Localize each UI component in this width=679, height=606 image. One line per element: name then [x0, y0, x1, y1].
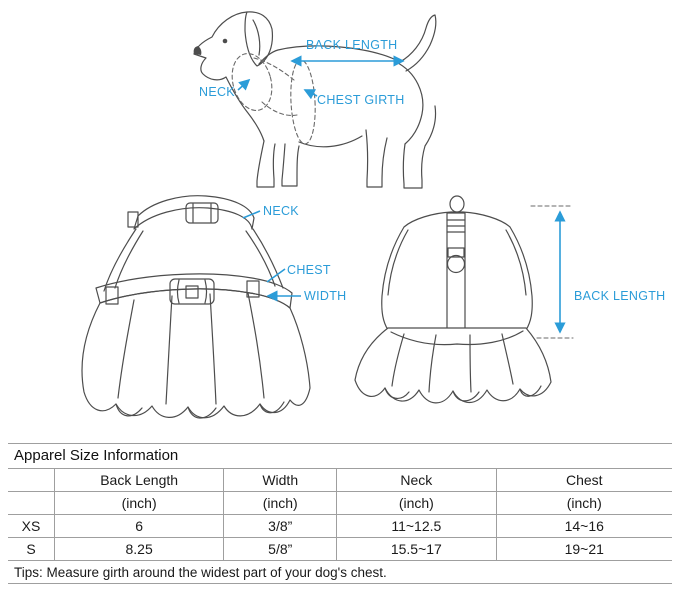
dress-chest-label: CHEST: [287, 263, 331, 277]
xs-width: 3/8”: [223, 514, 337, 538]
neck-leader-arrow: [237, 78, 251, 91]
unit-back-length: (inch): [53, 491, 224, 515]
table-units-row: (inch) (inch) (inch) (inch): [8, 491, 672, 515]
dog-neck-label: NECK: [199, 85, 235, 99]
dress-side-illustration: [81, 195, 311, 419]
dog-nose: [193, 46, 202, 55]
dress-chest-leader: [266, 268, 286, 283]
size-table-section: Apparel Size Information Back Length Wid…: [8, 443, 672, 584]
table-header-row: Back Length Width Neck Chest: [8, 468, 672, 492]
tips-text: Tips: Measure girth around the widest pa…: [8, 560, 672, 584]
size-label: XS: [8, 514, 55, 538]
s-width: 5/8”: [223, 537, 337, 561]
size-table: Back Length Width Neck Chest (inch) (inc…: [8, 468, 672, 584]
xs-back-length: 6: [53, 514, 224, 538]
chest-strap-buckle: [169, 278, 215, 305]
header-width: Width: [223, 468, 337, 492]
dog-illustration: [193, 11, 437, 189]
xs-neck: 11~12.5: [336, 514, 497, 538]
unit-chest: (inch): [495, 491, 672, 515]
s-back-length: 8.25: [53, 537, 224, 561]
dog-chest-girth-label: CHEST GIRTH: [317, 93, 405, 107]
xs-chest: 14~16: [495, 514, 672, 538]
d-ring: [446, 254, 466, 274]
dress-neck-leader: [242, 210, 261, 219]
dog-measure-dashes: [231, 53, 316, 145]
table-row-s: S 8.25 5/8” 15.5~17 19~21: [8, 537, 672, 561]
measurement-arrows: [237, 55, 566, 334]
dog-eye: [222, 38, 228, 44]
chest-strap: [95, 273, 293, 309]
unit-blank: [8, 491, 55, 515]
measure-leader-dashes: [530, 205, 574, 339]
header-size-blank: [8, 468, 55, 492]
front-back-length-label: BACK LENGTH: [574, 289, 666, 303]
dog-tail: [399, 14, 437, 72]
hanger-loop: [449, 195, 465, 213]
size-table-title: Apparel Size Information: [14, 447, 179, 464]
size-label: S: [8, 537, 55, 561]
dress-neck-label: NECK: [263, 204, 299, 218]
header-chest: Chest: [495, 468, 672, 492]
neck-strap-buckle: [185, 202, 219, 224]
line-art-canvas: [81, 11, 574, 419]
unit-neck: (inch): [336, 491, 497, 515]
dog-back-length-label: BACK LENGTH: [306, 38, 398, 52]
table-row-xs: XS 6 3/8” 11~12.5 14~16: [8, 514, 672, 538]
dress-front-bodice: [381, 211, 533, 331]
chest-girth-leader-arrow: [303, 89, 318, 100]
d-ring-mount: [447, 247, 465, 258]
dress-width-label: WIDTH: [304, 289, 347, 303]
s-neck: 15.5~17: [336, 537, 497, 561]
neck-strap: [133, 195, 255, 230]
s-chest: 19~21: [495, 537, 672, 561]
unit-width: (inch): [223, 491, 337, 515]
dress-front-illustration: [354, 195, 552, 404]
table-tips-row: Tips: Measure girth around the widest pa…: [8, 560, 672, 584]
size-guide-illustrations: BACK LENGTH NECK CHEST GIRTH NECK CHEST …: [81, 11, 666, 419]
header-neck: Neck: [336, 468, 497, 492]
dress-side-skirt: [81, 288, 311, 419]
header-back-length: Back Length: [53, 468, 224, 492]
